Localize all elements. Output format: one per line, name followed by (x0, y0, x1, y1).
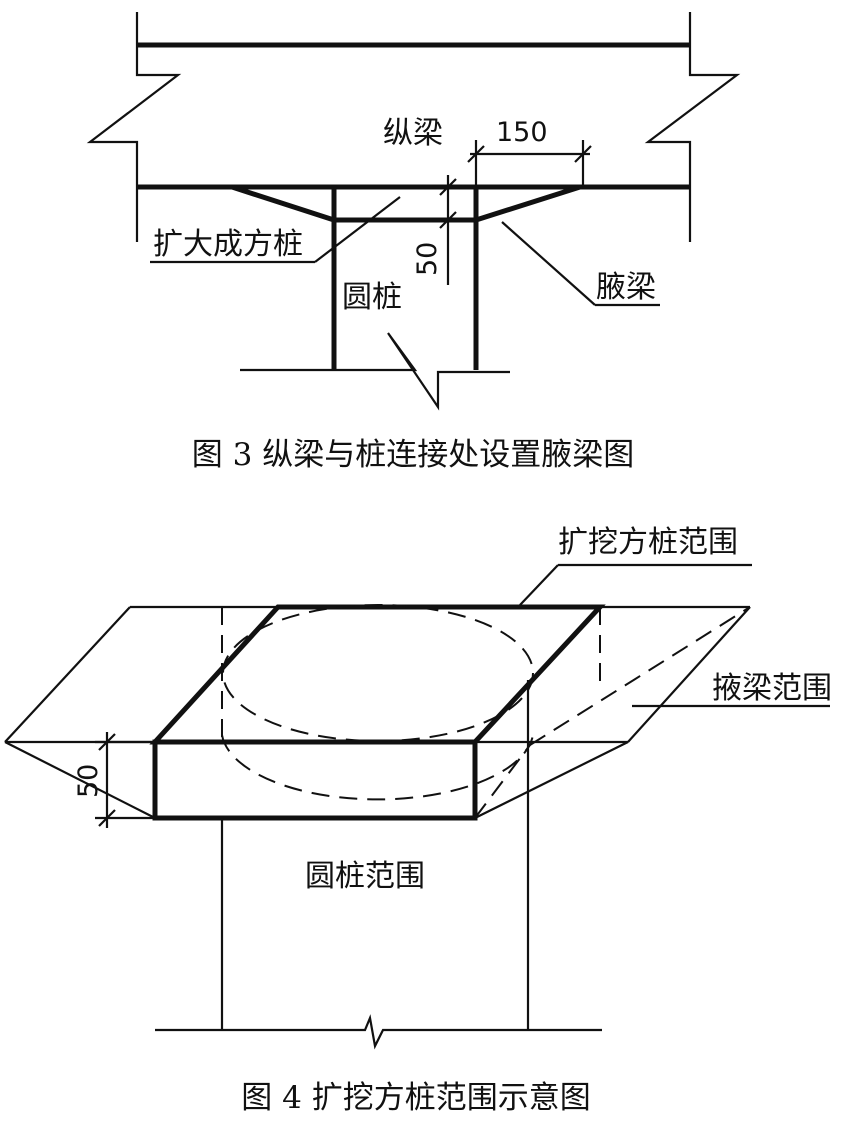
enlarged-square-pile-leader (150, 196, 401, 264)
haunch-beam-label: 腋梁 (596, 270, 656, 305)
enlarged-square-pile-label: 扩大成方桩 (153, 227, 303, 262)
round-pile-range-label: 圆桩范围 (305, 859, 425, 894)
figure-4-caption: 图 4 扩挖方桩范围示意图 (241, 1080, 590, 1116)
figure-3-caption: 图 3 纵梁与桩连接处设置腋梁图 (192, 437, 634, 473)
round-pile-range-outline (155, 680, 602, 1050)
figure-4: 50 扩挖方桩范围 掖梁范围 圆桩范围 图 4 扩挖方桩范围示意图 (4, 525, 832, 1116)
excavated-square-pile-range-leader (519, 563, 752, 606)
dimension-50-fig4 (95, 732, 155, 828)
longitudinal-beam-label: 纵梁 (383, 116, 443, 151)
round-pile-label: 圆桩 (342, 280, 402, 315)
haunch-beam-range-label: 掖梁范围 (712, 671, 832, 706)
haunch-beam-outline (231, 184, 581, 223)
excavated-square-pile-outline (149, 604, 606, 821)
haunch-beam-leader (501, 221, 660, 307)
dimension-150 (467, 140, 592, 187)
longitudinal-beam-outline (86, 12, 741, 242)
haunch-beam-range-outline (4, 605, 751, 819)
dimension-50-fig3 (432, 175, 462, 285)
dimension-50-fig4-label: 50 (73, 764, 104, 798)
figure-3: 150 50 纵梁 扩大成方桩 圆桩 腋梁 图 3 纵梁与桩连接处设置腋梁图 (86, 12, 741, 473)
round-pile-hidden-outline (221, 604, 534, 801)
haunch-beam-range-hidden-lines (221, 606, 751, 819)
dimension-150-label: 150 (496, 117, 548, 148)
excavated-square-pile-range-label: 扩挖方桩范围 (558, 525, 738, 560)
dimension-50-fig3-label: 50 (412, 242, 443, 276)
